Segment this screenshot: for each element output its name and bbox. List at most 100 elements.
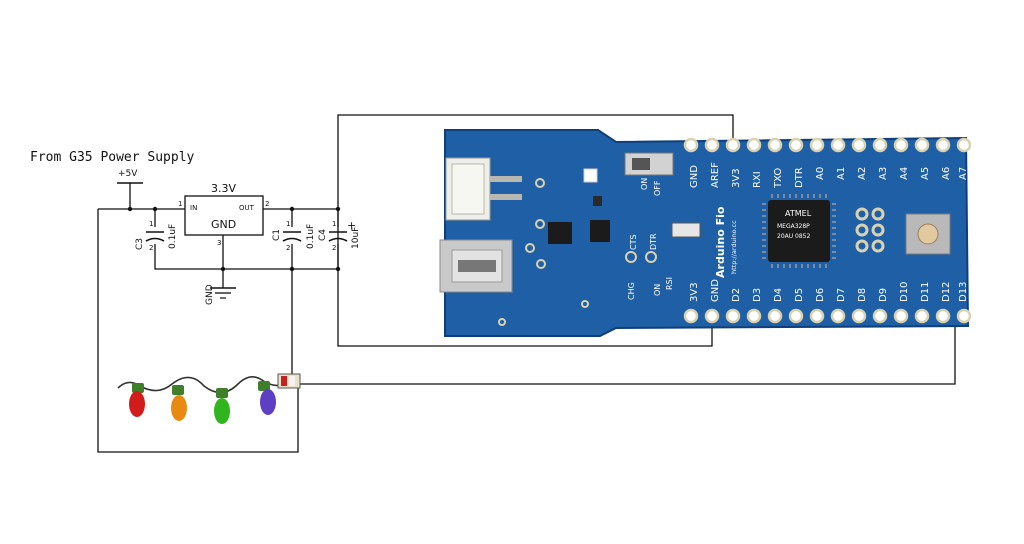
bottom-pin-label: D10 [899, 282, 910, 302]
header-pad [809, 137, 825, 153]
top-pin-label: A4 [899, 167, 910, 180]
top-pin-label: GND [689, 165, 700, 188]
header-pad [956, 137, 972, 153]
top-pin-label: RXI [752, 171, 763, 188]
ground-label: GND [205, 284, 215, 305]
usb-chip [548, 222, 572, 244]
bulb-socket-icon [132, 381, 270, 398]
regulator-pin1: 1 [178, 200, 182, 208]
c1-ref: C1 [272, 229, 282, 241]
header-pad [725, 137, 741, 153]
header-pad [767, 308, 783, 324]
header-pad [788, 137, 804, 153]
header-pad [872, 137, 888, 153]
header-pad [767, 137, 783, 153]
wires [97, 114, 956, 453]
header-pad [683, 137, 699, 153]
junctions [127, 206, 341, 272]
capacitor-c4: C4 10uF + 1 2 [318, 219, 361, 252]
arduino-fio-board: ON OFF CTS DTR CHG ON RSI Arduino Fio ht… [439, 129, 972, 337]
voltage-regulator: 3.3V IN OUT GND 1 2 3 [178, 182, 269, 247]
board-url: http://arduino.cc [730, 220, 738, 274]
switch-label-on: ON [640, 178, 649, 190]
bottom-pin-label: D13 [958, 282, 969, 302]
top-pin-labels: GND AREF 3V3 RXI TXO DTR A0 A1 A2 A3 A4 … [689, 162, 969, 189]
header-pad [830, 137, 846, 153]
header-pad [956, 308, 972, 324]
red-bulb-icon [129, 391, 145, 417]
bottom-pin-label: D9 [878, 288, 889, 302]
label-rsi: RSI [665, 277, 674, 290]
label-dtr: DTR [649, 233, 658, 250]
chip-date: 20AU 0852 [777, 233, 810, 240]
vin-label: +5V [118, 169, 138, 179]
c3-pin-b: 2 [149, 244, 153, 252]
regulator-voltage: 3.3V [211, 182, 236, 195]
top-pin-label: A0 [815, 167, 826, 180]
board-name: Arduino Fio [714, 206, 727, 278]
switch-label-off: OFF [653, 180, 662, 196]
regulator-pin-gnd: GND [211, 218, 236, 231]
c4-polarity: + [347, 219, 356, 232]
chip-brand: ATMEL [785, 209, 812, 218]
status-led [583, 168, 598, 183]
header-pad [830, 308, 846, 324]
c4-pin-a: 1 [332, 220, 336, 228]
c1-value: 0.1uF [306, 224, 316, 249]
top-pin-label: AREF [710, 162, 721, 188]
bottom-pin-label: D2 [731, 288, 742, 302]
label-on: ON [653, 284, 662, 296]
green-bulb-icon [214, 398, 230, 424]
c3-value: 0.1uF [168, 224, 178, 249]
label-cts: CTS [629, 234, 638, 250]
header-pad [872, 308, 888, 324]
c4-value: 10uF [351, 227, 361, 249]
header-pad [746, 308, 762, 324]
header-pad [893, 137, 909, 153]
bottom-pin-label: D4 [773, 288, 784, 302]
header-pad [746, 137, 762, 153]
regulator-pin2: 2 [265, 200, 269, 208]
regulator-pin3: 3 [217, 239, 221, 247]
header-pad [914, 308, 930, 324]
header-pad [851, 308, 867, 324]
bottom-pin-label: 3V3 [689, 282, 700, 302]
bottom-pin-label: D5 [794, 288, 805, 302]
header-pad [914, 137, 930, 153]
c3-pin-a: 1 [149, 220, 153, 228]
top-pin-label: A1 [836, 167, 847, 180]
top-pin-label: 3V3 [731, 168, 742, 188]
christmas-light-string [117, 373, 301, 424]
regulator-pin-in: IN [190, 204, 197, 212]
header-pad [683, 308, 699, 324]
c1-pin-a: 1 [286, 220, 290, 228]
string-connector-icon [277, 373, 301, 389]
label-chg: CHG [627, 282, 636, 300]
c3-ref: C3 [135, 238, 145, 250]
header-pad [725, 308, 741, 324]
orange-bulb-icon [171, 395, 187, 421]
header-pad [935, 308, 951, 324]
bottom-pin-label: D11 [920, 282, 931, 302]
top-pin-label: A3 [878, 167, 889, 180]
bottom-pin-label: D8 [857, 288, 868, 302]
pcb [444, 129, 970, 337]
supply-caption: From G35 Power Supply [30, 150, 195, 165]
bottom-pin-label: D6 [815, 288, 826, 302]
header-pad [788, 308, 804, 324]
top-pin-label: TXO [773, 168, 784, 189]
bottom-pin-label: D7 [836, 288, 847, 302]
top-pin-label: A2 [857, 167, 868, 180]
top-pin-label: A7 [958, 167, 969, 180]
top-header-pads [683, 137, 972, 153]
chip-model: MEGA328P [777, 223, 810, 230]
top-pin-label: A5 [920, 167, 931, 180]
header-pad [704, 308, 720, 324]
c1-pin-b: 2 [286, 244, 290, 252]
header-pad [935, 137, 951, 153]
top-pin-label: DTR [794, 167, 805, 188]
header-pad [851, 137, 867, 153]
c4-pin-b: 2 [332, 244, 336, 252]
capacitor-c3: C3 0.1uF 1 2 [135, 220, 178, 252]
